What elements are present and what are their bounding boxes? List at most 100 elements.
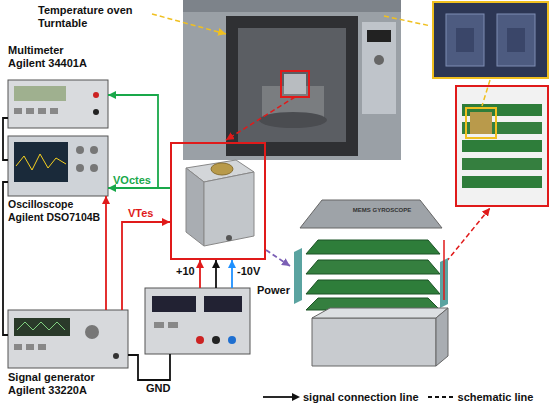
- leader-line: [446, 208, 490, 262]
- side-panel: [294, 248, 302, 304]
- button: [38, 108, 46, 114]
- instrument-label: Signal generator Agilent 33220A: [8, 371, 133, 397]
- knob: [76, 146, 84, 154]
- solid-arrow-sample: [263, 396, 293, 398]
- signal-wire: [108, 95, 170, 188]
- signal-wire: [105, 196, 107, 310]
- signal-name: VOctes: [113, 174, 151, 186]
- button: [154, 322, 164, 328]
- pcb-layer: [306, 240, 440, 254]
- signal-wire: [3, 118, 8, 160]
- chip-die: [446, 14, 484, 66]
- chip-structure: [456, 28, 474, 52]
- leader-line: [226, 97, 295, 140]
- highlight-box: [466, 108, 496, 138]
- chip-structure: [507, 28, 525, 52]
- signal-wire: [108, 187, 170, 189]
- button: [38, 344, 46, 350]
- oven-control-panel: [362, 22, 396, 114]
- oven-cabinet: [183, 0, 401, 160]
- terminal: [93, 109, 99, 115]
- button: [168, 322, 178, 328]
- button: [14, 344, 22, 350]
- signal-wire: [266, 250, 290, 266]
- terminal: [113, 353, 119, 359]
- oscilloscope-screen: [14, 142, 68, 182]
- waveform: [16, 154, 66, 170]
- signal-name: -10V: [237, 265, 260, 277]
- board-photo: [456, 86, 548, 206]
- oven-door-frame: [226, 16, 358, 156]
- generator-display: [14, 318, 70, 336]
- lid-text: MEMS GYROSCOPE: [342, 207, 422, 214]
- connector: [226, 235, 232, 241]
- generator-body: [8, 310, 128, 368]
- power-body: [145, 288, 250, 354]
- multimeter-node: Multimeter Agilent 34401A: [8, 80, 108, 128]
- gyro-chip: [470, 112, 492, 134]
- legend-text: signal connection line: [303, 391, 419, 403]
- instrument-label: Power: [257, 284, 297, 297]
- signal-wire: [199, 260, 201, 288]
- pcb-layer: [306, 260, 440, 274]
- legend-sample: [427, 392, 455, 402]
- chip-photo: [433, 2, 548, 78]
- highlight-box: [281, 71, 309, 97]
- oven-display: [367, 30, 391, 42]
- pcb-layer: [462, 176, 542, 188]
- base-box: [312, 318, 436, 366]
- leader-line: [482, 80, 490, 106]
- bracket: [443, 240, 445, 300]
- legend-sample: [262, 392, 300, 402]
- oscilloscope-body: [8, 136, 108, 196]
- instrument-label: Multimeter Agilent 34401A: [8, 44, 100, 70]
- signal-name: GND: [146, 382, 170, 394]
- oven-interior: [238, 28, 346, 142]
- housing-front: [204, 172, 254, 246]
- terminal: [93, 92, 99, 98]
- knob: [85, 325, 99, 339]
- button: [50, 108, 58, 114]
- coin: [211, 163, 233, 175]
- legend-text: schematic line: [458, 391, 534, 403]
- base-box-side: [436, 308, 448, 366]
- leader-line: [152, 14, 226, 34]
- housing-side: [186, 168, 204, 246]
- dashed-line-sample: [428, 396, 454, 398]
- terminal: [196, 336, 204, 344]
- signal-name: +10: [176, 265, 195, 277]
- power-node: Power: [145, 288, 250, 354]
- photo-label: Temperature oven Turntable: [38, 4, 150, 30]
- signal-name: VTes: [128, 207, 153, 219]
- signal-wire: [231, 260, 233, 288]
- pcb-layer: [462, 140, 542, 152]
- button: [14, 108, 22, 114]
- pcb-layer: [306, 280, 440, 294]
- signal-wire: [128, 354, 170, 380]
- gyro-in-oven: [284, 74, 306, 94]
- chip-die: [497, 14, 535, 66]
- multimeter-body: [8, 80, 108, 128]
- power-display: [204, 296, 242, 312]
- gyroscope-box: [170, 142, 266, 260]
- instrument-label: Oscilloscope Agilent DSO7104B: [8, 198, 104, 224]
- knob: [90, 164, 98, 172]
- terminal: [212, 336, 220, 344]
- signal-wire: [215, 260, 217, 288]
- oven-top: [183, 0, 401, 12]
- power-display: [152, 296, 196, 312]
- pcb-layer: [462, 158, 542, 170]
- base-box-rim: [312, 308, 448, 318]
- leader-line: [384, 16, 431, 26]
- signal-wire: [122, 222, 170, 310]
- arrow-head: [292, 393, 300, 401]
- knob: [90, 146, 98, 154]
- multimeter-display: [14, 86, 66, 101]
- lid: [300, 200, 442, 228]
- oscilloscope-node: Oscilloscope Agilent DSO7104B: [8, 136, 108, 196]
- terminal: [228, 336, 236, 344]
- button: [26, 108, 34, 114]
- button: [26, 344, 34, 350]
- legend: signal connection line schematic line: [262, 387, 541, 403]
